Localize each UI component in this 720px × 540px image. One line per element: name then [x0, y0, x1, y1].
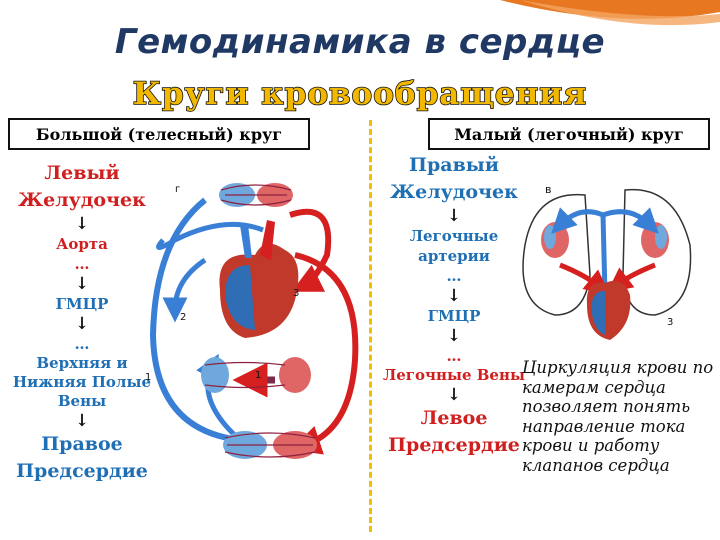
left-atrium-label: Левое Предсердие	[388, 407, 520, 456]
flow-arrow: ↓	[74, 314, 90, 334]
flow-arrow: ↓	[446, 206, 462, 226]
middle-capillary-bed	[201, 357, 311, 393]
flow-arrow: ↓	[446, 326, 462, 346]
pulmonary-chain: Правый Желудочек ↓ Легочные артерии … ↓ …	[374, 152, 534, 459]
pulmonary-veins-label: Легочные Вены	[382, 366, 525, 384]
upper-capillary-bed	[219, 183, 293, 207]
page-title: Гемодинамика в сердце	[114, 22, 606, 62]
flow-arrow: ↓	[74, 411, 90, 431]
aorta-path	[290, 252, 359, 455]
systemic-circle-header: Большой (телесный) круг	[8, 118, 310, 150]
page-subtitle: Круги кровообращения	[132, 75, 588, 113]
pulmonary-circle-header: Малый (легочный) круг	[428, 118, 710, 150]
right-atrium-label: Правое Предсердие	[16, 433, 148, 482]
upper-artery	[289, 208, 332, 292]
aorta-label: Аорта	[56, 235, 108, 253]
venous-return-path	[149, 197, 241, 443]
capillaries-label: ГМЦР	[427, 307, 481, 325]
flow-arrow: ↓	[74, 274, 90, 294]
ellipsis: …	[74, 335, 90, 353]
pulmonary-circulation-diagram: в 3	[522, 183, 692, 340]
flow-arrow: ↓	[74, 214, 90, 234]
divider-line	[369, 120, 372, 532]
left-pulmonary-artery	[551, 207, 608, 296]
label-v: в	[545, 183, 551, 196]
lower-capillary-bed	[223, 431, 317, 459]
right-pulmonary-artery	[602, 207, 659, 234]
ellipsis: …	[446, 347, 462, 365]
flow-arrow: ↓	[446, 385, 462, 405]
left-ventricle-label: Левый Желудочек	[18, 162, 146, 211]
ellipsis: …	[446, 267, 462, 285]
venous-branch	[162, 257, 207, 323]
label-1: 1	[255, 370, 261, 381]
flow-arrow: ↓	[446, 286, 462, 306]
label-1: 1	[145, 372, 151, 383]
vena-cava-label: Верхняя и Нижняя Полые Вены	[12, 354, 152, 410]
heart-illustration	[586, 280, 631, 340]
systemic-chain: Левый Желудочек ↓ Аорта … ↓ ГМЦР ↓ … Вер…	[8, 160, 156, 485]
ellipsis: …	[74, 255, 90, 273]
top-banner	[500, 0, 720, 26]
label-2: 2	[180, 312, 186, 323]
right-ventricle-label: Правый Желудочек	[390, 154, 518, 203]
pulmonary-arteries-label: Легочные артерии	[409, 227, 499, 265]
capillaries-label: ГМЦР	[55, 295, 109, 313]
label-3: 3	[667, 317, 673, 328]
explanation-note: Циркуляция крови по камерам сердца позво…	[522, 358, 714, 475]
heart-illustration	[219, 220, 299, 338]
systemic-circulation-diagram: г 3 2 1 1	[145, 183, 359, 459]
label-g: г	[175, 184, 180, 195]
label-3: 3	[293, 288, 299, 299]
